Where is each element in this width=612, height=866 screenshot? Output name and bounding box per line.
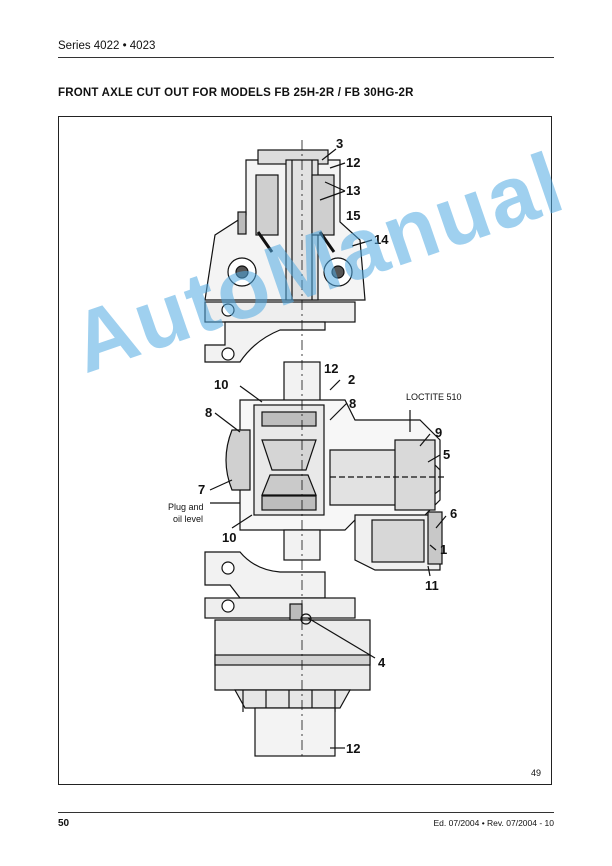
- page-title: FRONT AXLE CUT OUT FOR MODELS FB 25H-2R …: [58, 87, 414, 99]
- callout-15: 15: [346, 208, 360, 223]
- callout-6: 6: [450, 506, 457, 521]
- plug-label-line2: oil level: [173, 514, 203, 524]
- callout-10-lower: 10: [222, 530, 236, 545]
- header-rule: [58, 57, 554, 58]
- figure-frame: 49: [58, 116, 552, 785]
- callout-9: 9: [435, 425, 442, 440]
- series-header: Series 4022 • 4023: [58, 40, 156, 52]
- plug-label-line1: Plug and: [168, 502, 204, 512]
- callout-5: 5: [443, 447, 450, 462]
- callout-11: 11: [425, 578, 439, 593]
- callout-4: 4: [378, 655, 386, 670]
- edition-info: Ed. 07/2004 • Rev. 07/2004 - 10: [433, 818, 555, 828]
- footer-rule: [58, 812, 554, 813]
- callout-2: 2: [348, 372, 355, 387]
- callout-8-right: 8: [349, 396, 356, 411]
- callout-8-left: 8: [205, 405, 212, 420]
- callout-12-bottom: 12: [346, 741, 360, 756]
- callout-3: 3: [336, 136, 343, 151]
- callout-12-mid: 12: [324, 361, 338, 376]
- callout-7: 7: [198, 482, 205, 497]
- page-number: 50: [58, 818, 70, 829]
- loctite-label: LOCTITE 510: [406, 392, 462, 402]
- callout-13: 13: [346, 183, 360, 198]
- callout-labels: 3 12 13 15 14 12 2 10 8 8 LOCTITE 510 9 …: [168, 136, 462, 756]
- callout-12-top: 12: [346, 155, 360, 170]
- callout-10-upper: 10: [214, 377, 228, 392]
- callout-1: 1: [440, 542, 447, 557]
- figure-number: 49: [530, 768, 541, 778]
- callout-14: 14: [374, 232, 389, 247]
